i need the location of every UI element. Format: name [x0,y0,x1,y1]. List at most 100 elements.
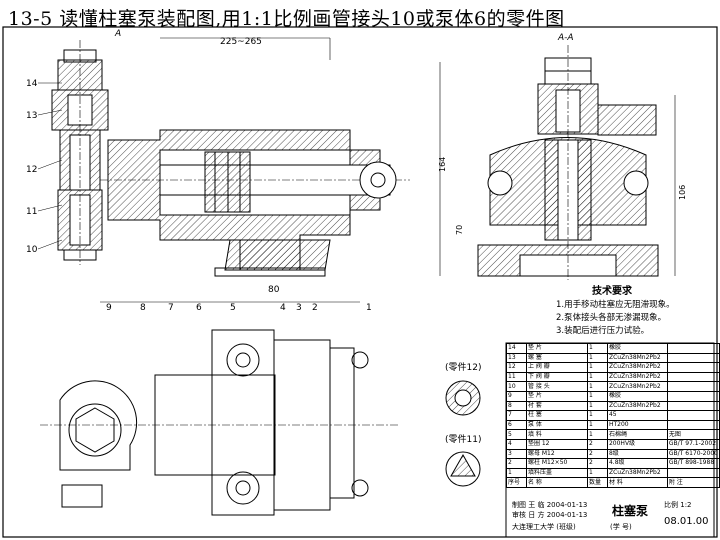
table-cell: 1 [587,362,608,373]
table-cell: 上 阀 瓣 [525,362,589,373]
table-cell: 衬 套 [525,400,589,412]
table-cell: 螺 塞 [525,352,589,364]
table-cell: 下 阀 瓣 [525,371,589,383]
part-12-view [445,380,481,416]
table-cell: 200HV级 [606,438,668,450]
table-cell: 柱 塞 [525,410,589,421]
table-cell: 1 [506,467,527,479]
table-cell: 名 称 [525,477,589,488]
table-cell: 11 [506,371,527,383]
table-cell [666,352,720,364]
leader-lines [37,82,360,303]
table-cell [666,362,720,373]
table-cell: 石棉绳 [606,429,668,440]
table-cell: 填 料 [525,429,589,440]
checked-label: 审核 日 方 2004-01-13 [512,511,588,519]
tech-requirements-heading: 技术要求 [592,286,632,297]
table-cell: ZCuZn38Mn2Pb2 [606,467,668,479]
table-cell: 1 [587,429,608,440]
scale-label: 比例 1:2 [664,501,692,509]
page-title: 13-5 读懂柱塞泵装配图,用1:1比例画管接头10或泵体6的零件图 [8,8,565,30]
part-label-4: 4 [280,303,286,313]
table-cell: 1 [587,352,608,364]
table-cell: 材 料 [606,477,668,488]
table-cell: 14 [506,343,527,354]
table-cell [666,400,720,412]
table-cell: 2 [506,458,527,469]
table-cell: 橡胶 [606,343,668,354]
table-cell: 1 [587,419,608,431]
part-label-14: 14 [26,79,38,89]
table-row: 序号名 称数量材 料附 注 [506,477,720,488]
table-cell: 管 接 头 [525,381,589,392]
dim-106: 106 [678,185,687,200]
table-cell [666,467,720,479]
table-cell: 垫圈 12 [525,438,589,450]
part-label-13: 13 [26,111,37,121]
part-label-9: 9 [106,303,112,313]
part-label-6: 6 [196,303,202,313]
table-cell: ZCuZn38Mn2Pb2 [606,381,668,392]
front-section-view [51,37,410,277]
dim-80: 80 [268,285,280,295]
table-cell [666,371,720,383]
side-section-view [439,45,676,280]
dim-164: 164 [438,157,447,172]
view-label-a: A [114,29,121,39]
table-cell: GB/T 898-1988 [666,458,720,469]
tech-req-3: 3.装配后进行压力试验。 [556,326,650,336]
table-cell: 螺母 M12 [525,448,589,460]
table-cell [666,343,720,354]
table-cell: GB/T 6170-2000 [666,448,720,460]
part-number-labels: 14 13 12 11 10 9 8 7 6 5 4 3 2 1 [26,79,372,313]
table-cell [666,419,720,431]
school-name: 大连理工大学 (班级) [512,523,576,531]
callout-part12: (零件12) [445,363,482,373]
table-cell: 2 [587,438,608,450]
dim-top: 225~265 [220,37,262,47]
table-cell: 1 [587,400,608,412]
table-cell [666,390,720,402]
table-cell: 4 [506,438,527,450]
table-cell: 9 [506,390,527,402]
table-cell: 2 [587,448,608,460]
table-cell: 8 [506,400,527,412]
part-label-3: 3 [296,303,302,313]
table-cell: ZCuZn38Mn2Pb2 [606,371,668,383]
table-cell [666,381,720,392]
drawn-label: 制图 王 临 2004-01-13 [512,501,588,509]
table-cell: HT200 [606,419,668,431]
table-cell: 1 [587,390,608,402]
table-cell: 8级 [606,448,668,460]
table-cell: 垫 片 [525,343,589,354]
table-cell: 6 [506,419,527,431]
part-label-5: 5 [230,303,236,313]
table-cell: 螺柱 M12×50 [525,458,589,469]
table-cell: ZCuZn38Mn2Pb2 [606,352,668,364]
table-cell: 无图 [666,429,720,440]
dim-70: 70 [455,225,464,235]
table-cell: 垫 片 [525,390,589,402]
table-cell: 3 [506,448,527,460]
table-cell: GB/T 97.1-2002 [666,438,720,450]
drawing-number: 08.01.00 [664,516,709,527]
callout-part11: (零件11) [445,435,482,445]
table-cell: 13 [506,352,527,364]
drawing-frame [2,26,718,538]
top-view [40,329,400,516]
table-cell: 4.8级 [606,458,668,469]
part-label-2: 2 [312,303,318,313]
part-label-10: 10 [26,245,38,255]
part-name: 柱塞泵 [612,504,649,518]
part-label-1: 1 [366,303,372,313]
table-cell: 数量 [587,477,608,488]
